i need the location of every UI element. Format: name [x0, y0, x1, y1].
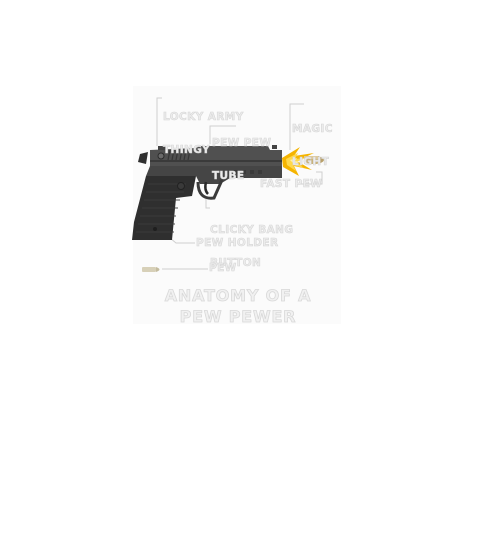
- label-barrel-line2: TUBE: [212, 170, 245, 182]
- label-barrel-line1: PEW PEW: [212, 137, 272, 149]
- front-sight: [272, 145, 277, 149]
- label-barrel: PEW PEW TUBE: [212, 116, 272, 204]
- leader-trigger: [205, 196, 210, 209]
- leader-fast-pew: [300, 171, 323, 185]
- muzzle-flash: [282, 147, 314, 176]
- label-safety-line1: LOCKY ARMY: [163, 111, 244, 123]
- leader-sight: [289, 103, 304, 150]
- label-sight-line1: MAGIC: [292, 123, 333, 135]
- diagram-title-line2: PEW PEWER: [179, 307, 297, 327]
- diagram-title: ANATOMY OF A PEW PEWER: [140, 285, 336, 327]
- diagram-title-line1: ANATOMY OF A: [164, 286, 312, 306]
- label-safety: LOCKY ARMY THINGY: [163, 90, 244, 178]
- label-trigger-line2: BUTTON: [210, 257, 262, 269]
- label-fast-pew: FAST PEW: [260, 178, 323, 190]
- hammer: [138, 152, 148, 164]
- label-trigger-line1: CLICKY BANG: [210, 224, 294, 236]
- label-safety-line2: THINGY: [163, 144, 211, 156]
- leader-safety: [156, 97, 162, 146]
- trigger: [204, 181, 209, 195]
- label-magazine: PEW HOLDER: [196, 237, 279, 249]
- label-bullet: PEW: [209, 262, 237, 274]
- rear-sight: [158, 146, 166, 150]
- leader-lines: [156, 97, 323, 270]
- label-sight-line2: LIGHT: [292, 156, 330, 168]
- pistol-frame: [146, 166, 282, 184]
- flying-bullet: [304, 156, 324, 164]
- trigger-guard: [196, 179, 224, 200]
- loose-bullet: [142, 267, 160, 272]
- pistol: [132, 145, 282, 240]
- leader-barrel: [209, 125, 236, 144]
- label-sight: MAGIC LIGHT: [292, 102, 333, 190]
- label-trigger: CLICKY BANG BUTTON: [210, 203, 294, 291]
- safety-lever: [157, 152, 165, 160]
